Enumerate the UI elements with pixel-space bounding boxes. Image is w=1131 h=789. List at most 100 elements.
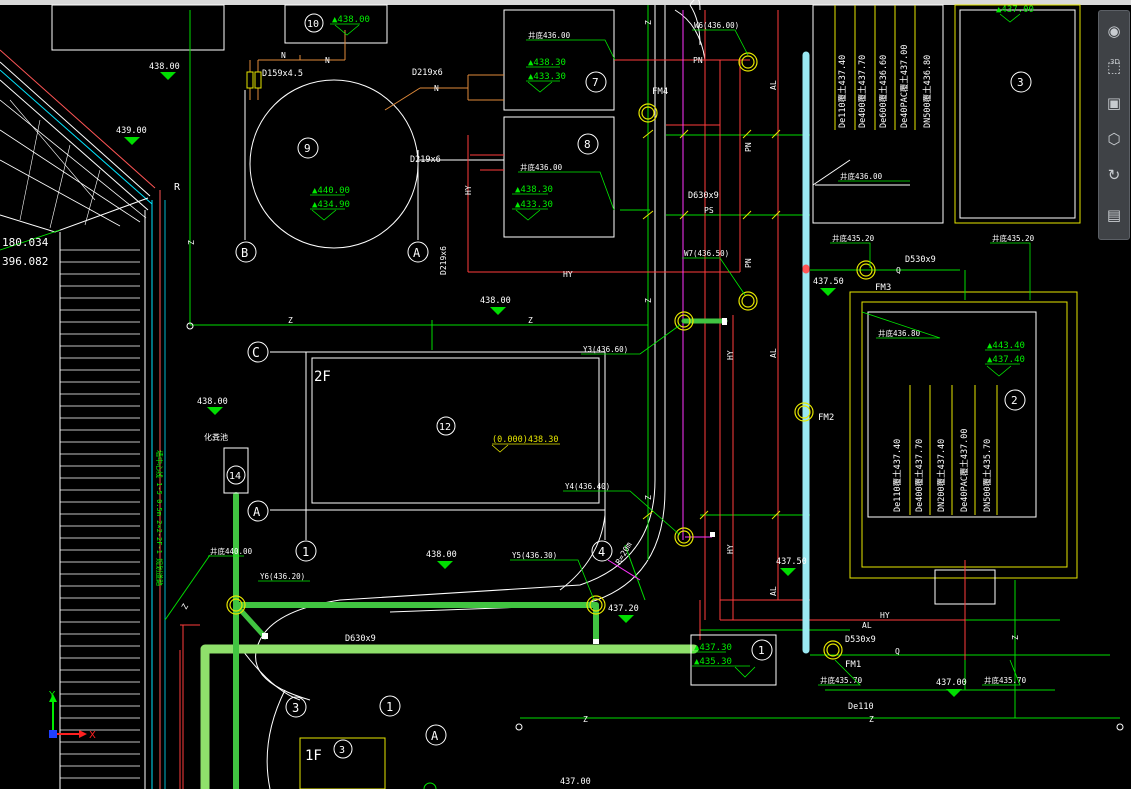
diagonal-road (0, 49, 166, 789)
fm4-label: FM4 (652, 87, 668, 97)
vp-top-2: De400覆土437.70 (857, 55, 868, 128)
bubble-c: C (252, 346, 260, 361)
leader-y3: Y3(436.60) (583, 345, 628, 354)
code-z6: Z (644, 20, 653, 25)
vp-top-4: De40PAC覆土437.00 (899, 44, 910, 128)
manholes[interactable] (226, 52, 876, 660)
code-pn1: PN (693, 56, 703, 65)
elev-439: 439.00 (116, 126, 147, 136)
code-q1: Q (896, 266, 901, 275)
vp-mid-3: DN200覆土437.40 (936, 439, 947, 512)
elev-440: ▲440.00 (312, 186, 350, 196)
bubble-b: B (241, 246, 248, 260)
bubble-4: 4 (598, 545, 605, 559)
code-n3: N (434, 84, 439, 93)
leader-435-70-a: 井底435.70 (820, 675, 863, 685)
bubble-3: 3 (292, 701, 299, 715)
code-pn2: PN (744, 142, 753, 152)
code-al4: AL (862, 621, 872, 630)
tag-10: 10 (307, 19, 319, 30)
view-front-icon[interactable]: ▣ (1106, 94, 1122, 112)
leader-y6: Y6(436.20) (260, 572, 305, 581)
building-14[interactable] (223, 447, 249, 494)
leader-y5: Y5(436.30) (512, 551, 557, 560)
tag-14: 14 (229, 471, 241, 482)
elev-0-438-30: (0.000)438.30 (492, 435, 559, 445)
leader-w7: W7(436.50) (684, 249, 729, 258)
code-z9: Z (1011, 635, 1020, 640)
elev-438-30b: ▲438.30 (515, 185, 553, 195)
view-3d-button[interactable]: ⬚ 3D (1102, 55, 1126, 79)
code-n1: N (281, 51, 286, 60)
coord-x: 180.034 (2, 236, 49, 249)
layers-icon[interactable]: ▤ (1106, 206, 1122, 224)
view-3d-label: 3D (1110, 58, 1120, 66)
tag-9: 9 (304, 142, 311, 155)
navigation-bar: ◉ ⬚ 3D ▣ ⬡ ↻ ▤ (1098, 10, 1130, 240)
axis-bubbles (226, 13, 1032, 759)
code-z2: Z (528, 316, 533, 325)
top-buildings (51, 4, 615, 511)
pipe-d159: D159x4.5 (262, 69, 303, 79)
curved-road (255, 0, 706, 701)
elev-433-30: ▲433.30 (528, 72, 566, 82)
code-z5: Z (187, 240, 196, 245)
vp-top-3: De600覆土436.60 (878, 55, 889, 128)
code-z3: Z (583, 715, 588, 724)
elev-438-mid: 438.00 (480, 296, 511, 306)
vp-mid-5: DN500覆土435.70 (982, 439, 993, 512)
leader-435-70-b: 井底435.70 (984, 675, 1027, 685)
leader-435-20-b: 井底435.20 (992, 233, 1035, 243)
building-1-box[interactable] (690, 634, 777, 686)
bubble-a2: A (413, 246, 421, 260)
orbit-icon[interactable]: ↻ (1107, 166, 1121, 184)
leader-436-80: 井底436.80 (878, 328, 921, 338)
bubble-1b: 1 (386, 700, 393, 714)
elev-434-90: ▲434.90 (312, 200, 350, 210)
floor-1f: 1F (305, 748, 322, 764)
coord-y: 396.082 (2, 255, 48, 268)
heavy-pipes (200, 51, 810, 789)
elev-437-20: 437.20 (608, 604, 639, 614)
elev-438-bottommid: 438.00 (426, 550, 457, 560)
code-z4: Z (869, 715, 874, 724)
tag-1: 1 (758, 644, 765, 657)
code-al1: AL (769, 80, 778, 90)
code-q2: Q (895, 647, 900, 656)
yellow-structures (299, 4, 1081, 789)
code-z7: Z (644, 298, 653, 303)
leader-y4: Y4(436.40) (565, 482, 610, 491)
tag-12: 12 (439, 422, 451, 433)
leader-436-00-b: 井底436.00 (520, 162, 563, 172)
tag-8: 8 (584, 138, 591, 151)
yellow-valves (246, 71, 262, 89)
pipe-d219-a: D219x6 (412, 68, 443, 78)
elev-437-topright: ▲437.00 (996, 5, 1034, 15)
vp-mid-2: De400覆土437.70 (914, 439, 925, 512)
building-2-body[interactable] (867, 311, 1037, 518)
vp-top-5: DN500覆土436.80 (922, 55, 933, 128)
elev-438-30: ▲438.30 (528, 58, 566, 68)
ucs-x-label: X (89, 730, 96, 740)
code-ps: PS (704, 206, 714, 215)
stair-hatch (60, 249, 140, 779)
bubble-a3: A (431, 729, 439, 743)
elev-438-left: 438.00 (197, 397, 228, 407)
steering-wheel-icon[interactable]: ◉ (1107, 22, 1121, 40)
code-al3: AL (769, 586, 778, 596)
elev-438-topleft: 438.00 (149, 62, 180, 72)
code-n2: N (325, 56, 330, 65)
elev-435-30: ▲435.30 (694, 657, 732, 667)
code-hy4: HY (880, 611, 890, 620)
red-lines (179, 10, 966, 789)
code-z8: Z (644, 495, 653, 500)
elev-433-30b: ▲433.30 (515, 200, 553, 210)
pipe-d219-b: D219x6 (410, 155, 441, 165)
r-mark: R (174, 182, 181, 193)
title-strip (0, 0, 1131, 5)
side-note: 化粪池 (204, 432, 228, 442)
view-iso-icon[interactable]: ⬡ (1107, 130, 1121, 148)
pipe-d630-b: D630x9 (345, 634, 376, 644)
elev-437-40: ▲437.40 (987, 355, 1025, 365)
